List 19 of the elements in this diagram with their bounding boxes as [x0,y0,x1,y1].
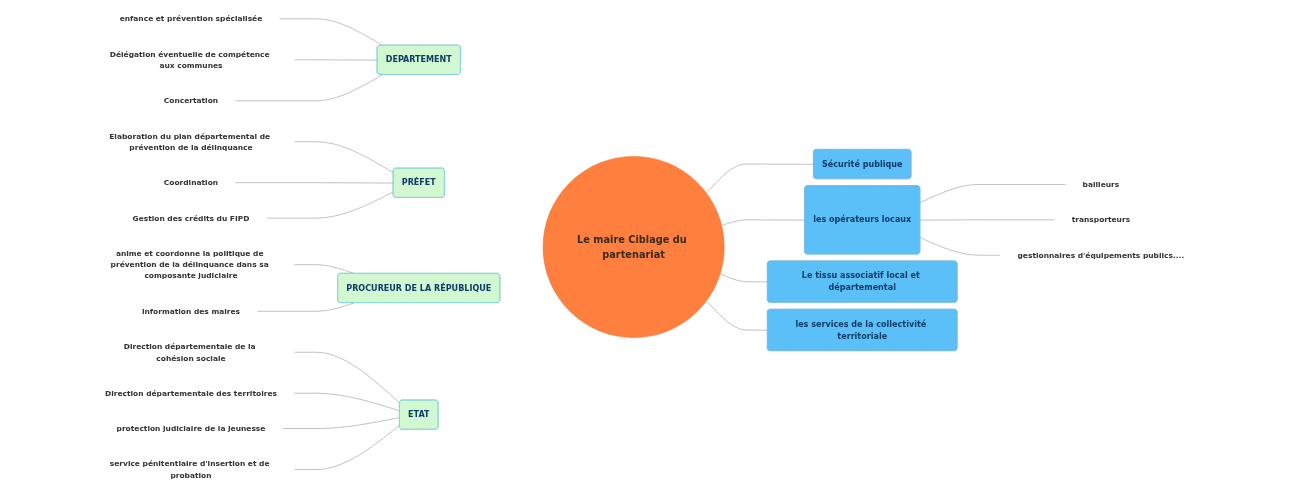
connector [256,302,355,312]
connector [234,74,383,102]
connector [279,18,383,46]
connector [234,182,394,184]
connector [294,59,378,61]
connector [721,219,806,227]
connector [294,424,401,470]
connector [293,392,401,412]
connector [719,273,769,283]
connector [294,141,394,174]
connector [294,351,401,404]
connector [919,237,1001,256]
connector [282,417,401,429]
node-circle: Le maire Ciblage du partenariat [542,156,725,338]
connector [266,191,394,219]
connector [919,184,1066,204]
connector [919,219,1055,221]
connector [706,300,769,331]
connector [706,163,815,194]
